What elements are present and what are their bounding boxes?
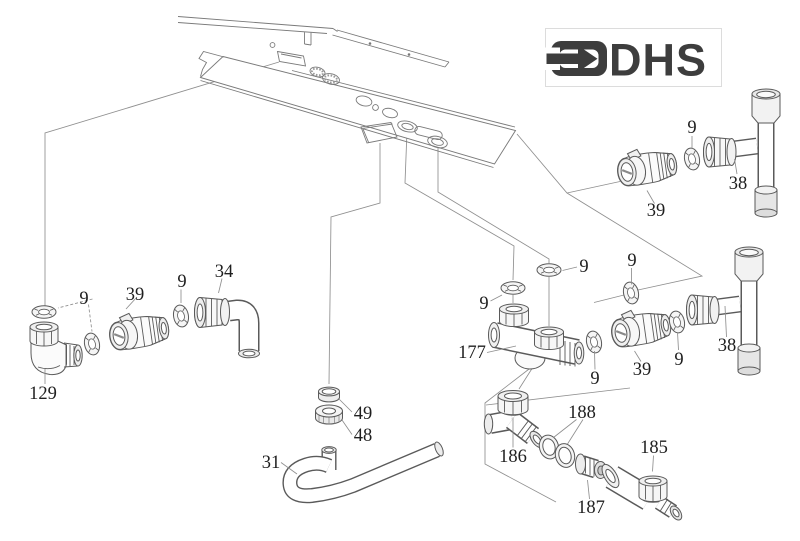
label-leader-lines-dashed — [57, 298, 93, 332]
part-31-bent-tube — [282, 441, 444, 504]
part-label: 9 — [479, 294, 488, 314]
part-label: 9 — [687, 118, 696, 138]
washer-9 — [620, 280, 642, 306]
part-38-pipe-top-right — [704, 89, 781, 217]
washer-9 — [583, 329, 605, 355]
brand-wordmark: DHS — [609, 35, 707, 86]
panel-left-tab — [198, 50, 225, 77]
part-label: 38 — [729, 174, 748, 194]
rear-rail — [177, 16, 450, 68]
part-label: 9 — [579, 257, 588, 277]
part-label: 49 — [354, 404, 373, 424]
part-label: 186 — [499, 447, 527, 467]
right-arrow-icon — [545, 41, 607, 76]
part-129-elbow-fitting — [29, 321, 83, 376]
washer-9 — [81, 331, 103, 357]
part-label: 9 — [674, 350, 683, 370]
part-39-valve-top-right — [613, 143, 680, 189]
part-label: 31 — [262, 453, 281, 473]
part-label: 188 — [568, 403, 596, 423]
part-number-labels: 129 9 39 9 34 49 48 31 177 9 9 9 9 39 9 … — [29, 118, 747, 518]
part-label: 39 — [647, 201, 666, 221]
part-label: 48 — [354, 426, 373, 446]
dhs-logo: DHS — [545, 28, 722, 87]
washer-9 — [500, 281, 526, 295]
part-label: 39 — [633, 360, 652, 380]
part-label: 187 — [577, 498, 605, 518]
label-leader-lines — [44, 136, 738, 500]
part-48-grommet — [315, 404, 343, 425]
part-187-plug-fitting — [575, 453, 607, 479]
washer-9 — [536, 263, 562, 277]
washer-9 — [31, 305, 57, 319]
part-39-valve-left — [105, 307, 172, 353]
part-label: 9 — [590, 369, 599, 389]
part-34-elbow-pipe — [194, 296, 260, 359]
part-185-elbow-pipe — [601, 463, 683, 521]
part-49-cap — [318, 386, 340, 403]
part-label: 177 — [458, 343, 486, 363]
washer-9 — [171, 303, 191, 329]
part-label: 9 — [627, 251, 636, 271]
part-label: 39 — [126, 285, 145, 305]
part-label: 185 — [640, 438, 668, 458]
part-label: 34 — [215, 262, 234, 282]
part-188-seal-rings — [538, 434, 576, 468]
panel-face — [199, 55, 517, 165]
part-label: 9 — [79, 289, 88, 309]
washer-9 — [681, 146, 703, 172]
part-label: 38 — [718, 336, 737, 356]
part-label: 129 — [29, 384, 57, 404]
part-39-valve-mid-right — [607, 304, 674, 350]
mounting-panel — [177, 16, 517, 168]
assembly-guide-lines — [44, 61, 704, 503]
part-label: 9 — [177, 272, 186, 292]
part-177-double-valve-manifold — [488, 303, 585, 370]
panel-holes — [269, 42, 448, 149]
part-186-tee-fitting — [483, 390, 545, 449]
